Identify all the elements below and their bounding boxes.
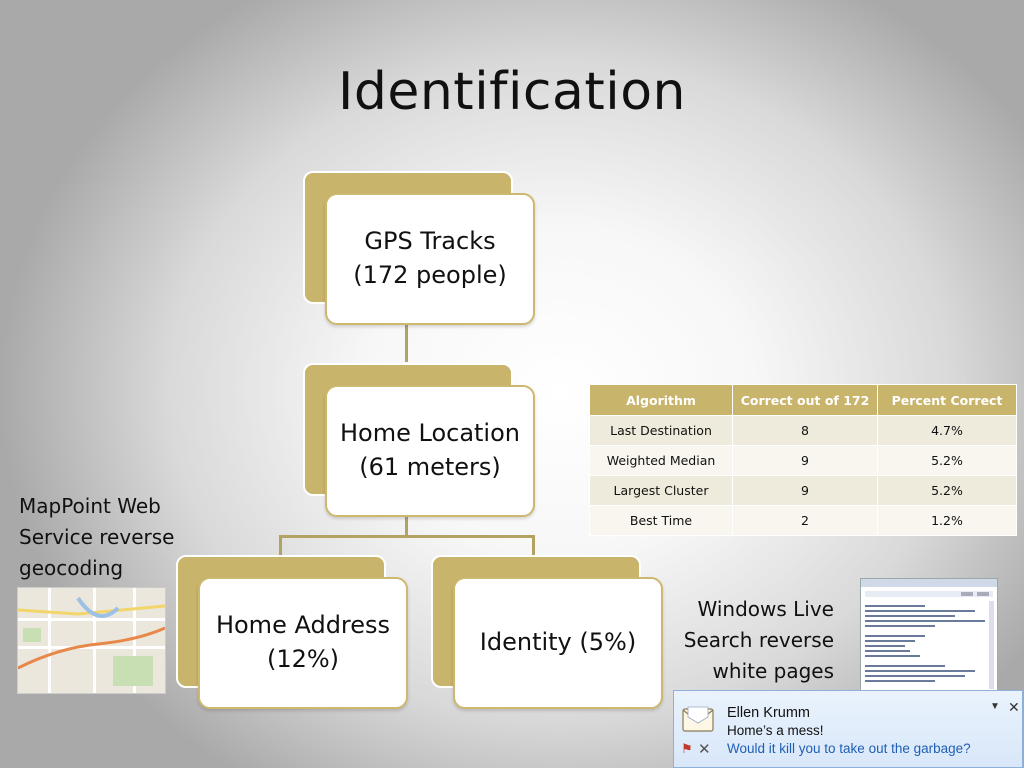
email-notification[interactable]: Ellen Krumm Home’s a mess! Would it kill… <box>673 690 1023 768</box>
table-cell: 2 <box>732 505 878 536</box>
slide-title: Identification <box>338 62 686 122</box>
table-row: Last Destination 8 4.7% <box>589 415 1017 446</box>
table-cell: 4.7% <box>877 415 1017 446</box>
header-algorithm: Algorithm <box>589 384 733 416</box>
table-header-row: Algorithm Correct out of 172 Percent Cor… <box>589 384 1017 416</box>
middle-node: Home Location (61 meters) <box>325 385 535 517</box>
mappoint-note-line3: geocoding <box>19 556 124 580</box>
mappoint-note: MapPoint Web Service reverse geocoding <box>19 491 174 584</box>
table-cell: 5.2% <box>877 445 1017 476</box>
table-cell: 8 <box>732 415 878 446</box>
header-percent: Percent Correct <box>877 384 1017 416</box>
table-row: Largest Cluster 9 5.2% <box>589 475 1017 506</box>
map-image <box>18 588 165 693</box>
root-node: GPS Tracks (172 people) <box>325 193 535 325</box>
table-row: Best Time 2 1.2% <box>589 505 1017 536</box>
notification-sender: Ellen Krumm <box>727 705 810 721</box>
windows-live-note-line2: Search reverse <box>683 628 834 652</box>
table-cell: Best Time <box>589 505 733 536</box>
table-cell: 9 <box>732 475 878 506</box>
notification-preview[interactable]: Would it kill you to take out the garbag… <box>727 741 971 756</box>
options-dropdown-icon[interactable]: ▼ <box>990 701 1000 712</box>
windows-live-note: Windows Live Search reverse white pages <box>660 594 834 687</box>
home-address-node: Home Address (12%) <box>198 577 408 709</box>
connector-horizontal <box>279 535 535 538</box>
windows-live-note-line1: Windows Live <box>697 597 834 621</box>
algorithm-results-table: Algorithm Correct out of 172 Percent Cor… <box>589 384 1017 536</box>
close-icon[interactable]: ✕ <box>1008 699 1020 715</box>
search-results-thumbnail <box>860 578 998 694</box>
windows-live-note-line3: white pages <box>712 659 834 683</box>
delete-icon[interactable]: ✕ <box>698 741 711 758</box>
identity-node: Identity (5%) <box>453 577 663 709</box>
notification-subject: Home’s a mess! <box>727 723 824 738</box>
table-cell: Last Destination <box>589 415 733 446</box>
connector-middle-down <box>405 516 408 536</box>
header-correct: Correct out of 172 <box>732 384 878 416</box>
mappoint-note-line2: Service reverse <box>19 525 175 549</box>
envelope-icon <box>682 706 714 732</box>
connector-right-drop <box>532 535 535 555</box>
mappoint-note-line1: MapPoint Web <box>19 494 161 518</box>
table-cell: Weighted Median <box>589 445 733 476</box>
map-thumbnail <box>17 587 166 694</box>
table-cell: Largest Cluster <box>589 475 733 506</box>
connector-left-drop <box>279 535 282 555</box>
table-row: Weighted Median 9 5.2% <box>589 445 1017 476</box>
table-cell: 1.2% <box>877 505 1017 536</box>
table-cell: 9 <box>732 445 878 476</box>
flag-icon[interactable]: ⚑ <box>681 741 693 756</box>
search-results-image <box>861 579 997 689</box>
connector-root-middle <box>405 324 408 362</box>
table-cell: 5.2% <box>877 475 1017 506</box>
